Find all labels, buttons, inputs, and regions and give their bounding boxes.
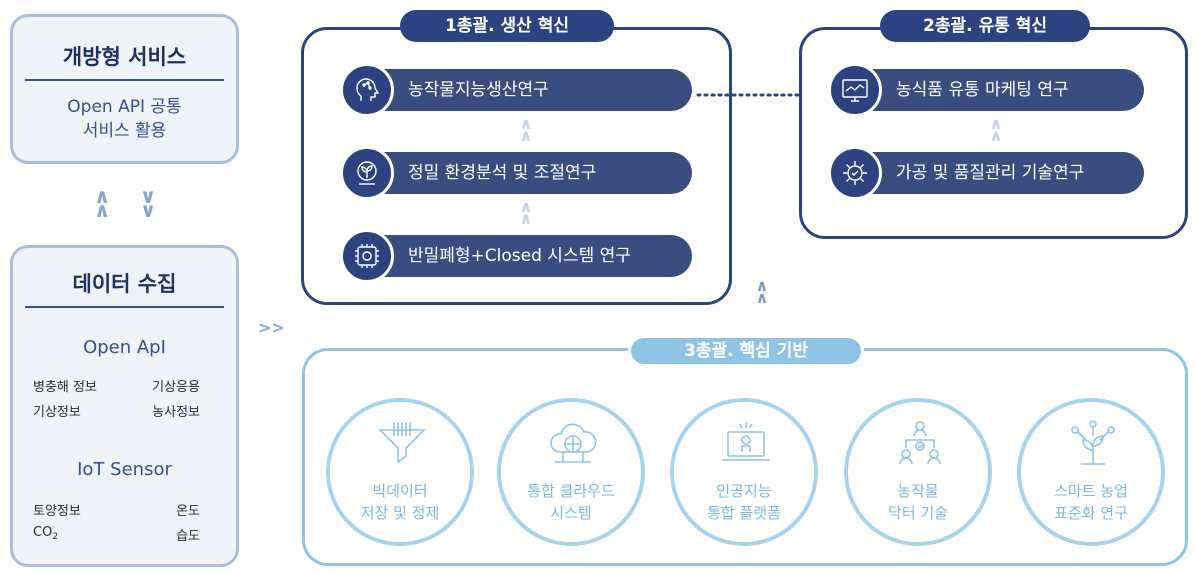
chevron-up-icon: ∧: [94, 198, 111, 222]
open-service-card: 개방형 서비스 Open API 공통 서비스 활용: [10, 14, 239, 164]
iot-item-co2: CO2: [33, 525, 59, 542]
circle-label-line1: 스마트 농업: [1054, 482, 1128, 500]
chevron-down-icon: ∨: [140, 184, 157, 208]
circle-label-line1: 통합 클라우드: [527, 482, 615, 500]
circle-label-line2: 저장 및 정제: [360, 504, 440, 522]
iot-item: 온도: [176, 504, 200, 519]
iot-item: 토양정보: [33, 504, 81, 519]
chevron-up-icon: ∧∧: [755, 276, 769, 307]
pill-label: 농식품 유통 마케팅 연구: [896, 80, 1069, 100]
circle-label-line2: 통합 플랫폼: [707, 504, 781, 522]
live-monitor-icon: [828, 63, 882, 117]
funnel-data-icon: [378, 422, 426, 464]
tier2-panel: [799, 27, 1188, 239]
cloud-globe-icon: [550, 423, 597, 463]
doctor-network-icon: [899, 421, 941, 465]
laptop-ai-icon: [722, 422, 770, 461]
chevron-up-icon: ∧: [94, 184, 111, 208]
circle-label-line1: 빅데이터: [372, 482, 428, 500]
circle-label-line2: 표준화 연구: [1054, 504, 1128, 522]
tier2-tag: 2총괄. 유통 혁신: [880, 10, 1090, 42]
open-service-line2: 서비스 활용: [82, 121, 167, 141]
chip-system-icon: [340, 229, 394, 283]
gear-quality-icon: [828, 146, 882, 200]
circle-label-line1: 농작물: [897, 482, 939, 500]
circle-label-line2: 닥터 기술: [888, 504, 948, 522]
circle-label-line2: 시스템: [550, 504, 592, 522]
pill-label: 농작물지능생산연구: [408, 80, 549, 100]
chevron-right-icon: >>: [258, 318, 285, 337]
iot-items: 토양정보 온도 CO2 습도: [33, 500, 216, 544]
open-api-item: 농사정보: [152, 405, 200, 420]
tier3-tag: 3총괄. 핵심 기반: [628, 335, 864, 367]
tier1-item-environment: 정밀 환경분석 및 조절연구: [340, 146, 692, 200]
open-api-heading: Open ApI: [83, 337, 166, 358]
open-service-line1: Open API 공통: [67, 97, 182, 117]
pill-label: 정밀 환경분석 및 조절연구: [408, 163, 597, 183]
data-collection-card: 데이터 수집 Open ApI 병충해 정보 기상응용 기상정보 농사정보 Io…: [10, 245, 239, 567]
iot-item: 습도: [176, 529, 200, 544]
chevron-up-icon: ∧∧: [519, 114, 533, 145]
chevron-up-icon: ∧∧: [989, 114, 1003, 145]
tier1-item-closed-system: 반밀폐형+Closed 시스템 연구: [340, 229, 692, 283]
iot-heading: IoT Sensor: [77, 459, 172, 480]
chevron-up-icon: ∧∧: [519, 197, 533, 228]
tier2-item-quality: 가공 및 품질관리 기술연구: [828, 146, 1144, 200]
data-collection-title: 데이터 수집: [25, 268, 224, 308]
open-api-item: 병충해 정보: [33, 380, 97, 395]
tier1-tag: 1총괄. 생산 혁신: [400, 10, 614, 42]
plant-sensor-icon: [340, 146, 394, 200]
chevron-down-icon: ∨: [140, 198, 157, 222]
open-api-item: 기상정보: [33, 405, 81, 420]
circle-label-line1: 인공지능: [716, 482, 772, 500]
smart-plant-icon: [1071, 420, 1115, 465]
dotted-arrow-connector: [696, 90, 810, 100]
open-api-item: 기상응용: [152, 380, 200, 395]
tier2-item-marketing: 농식품 유통 마케팅 연구: [828, 63, 1144, 117]
open-api-items: 병충해 정보 기상응용 기상정보 농사정보: [33, 376, 216, 420]
ai-head-icon: [340, 63, 394, 117]
pill-label: 반밀폐형+Closed 시스템 연구: [408, 246, 631, 266]
tier1-item-ai-production: 농작물지능생산연구: [340, 63, 692, 117]
pill-label: 가공 및 품질관리 기술연구: [896, 163, 1085, 183]
open-service-title: 개방형 서비스: [25, 41, 224, 81]
